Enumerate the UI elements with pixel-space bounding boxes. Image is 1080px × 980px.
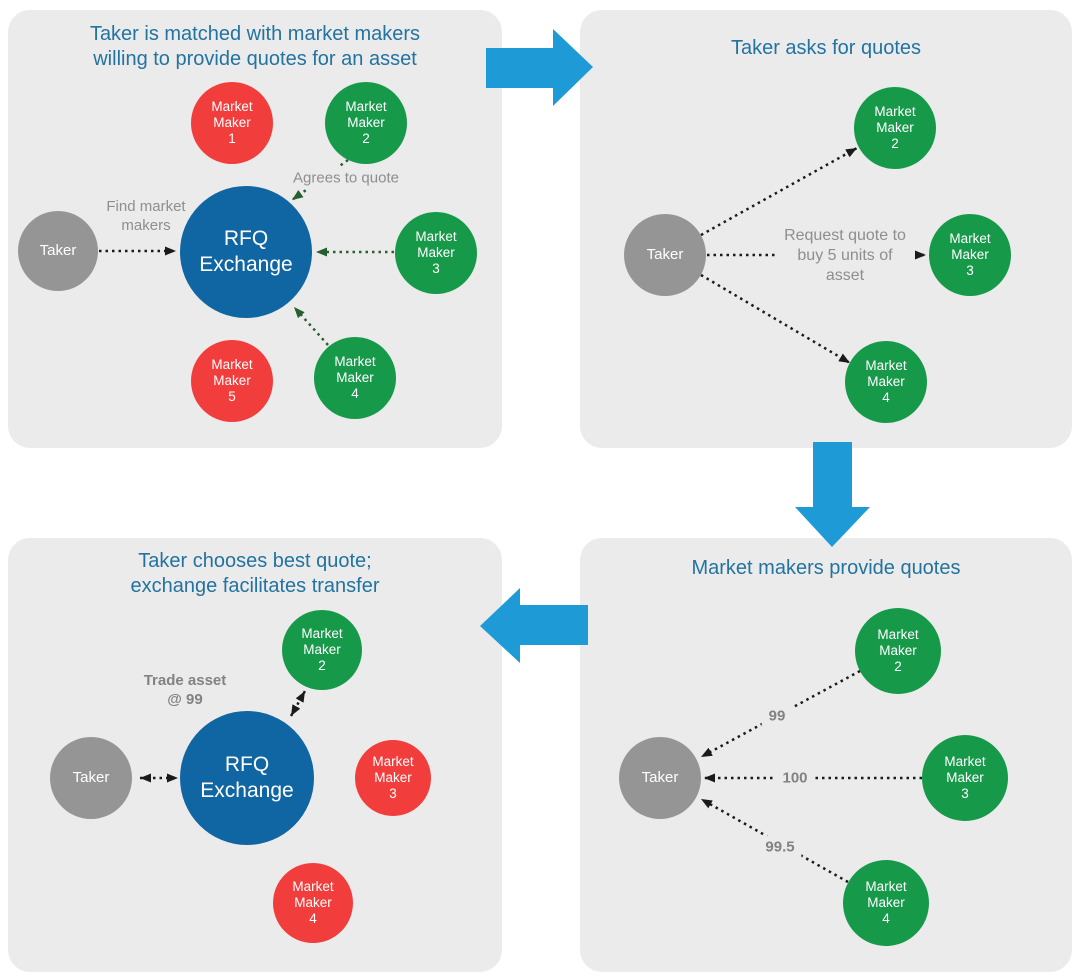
node-taker: Taker bbox=[619, 737, 701, 819]
flow-arrow-right-icon bbox=[486, 29, 593, 106]
node-market-maker-2: Market Maker 2 bbox=[854, 87, 936, 169]
node-market-maker-4: Market Maker 4 bbox=[843, 860, 929, 946]
node-market-maker-4: Market Maker 4 bbox=[273, 863, 353, 943]
node-label: Market Maker 3 bbox=[372, 754, 414, 801]
node-label: Market Maker 2 bbox=[877, 627, 919, 674]
node-market-maker-1: Market Maker 1 bbox=[191, 82, 273, 164]
flow-arrow-down-icon bbox=[795, 442, 870, 547]
node-label: Market Maker 2 bbox=[345, 99, 387, 146]
panel-choose-title: Taker chooses best quote; exchange facil… bbox=[130, 550, 380, 597]
node-label: Taker bbox=[39, 242, 77, 259]
label-quote-100: 100 bbox=[775, 766, 815, 790]
node-label: Market Maker 5 bbox=[211, 357, 253, 404]
panel-ask-title: Taker asks for quotes bbox=[730, 37, 922, 59]
node-label: Market Maker 3 bbox=[949, 231, 991, 278]
node-market-maker-4: Market Maker 4 bbox=[314, 337, 396, 419]
node-market-maker-3: Market Maker 3 bbox=[922, 735, 1008, 821]
node-rfq-exchange: RFQ Exchange bbox=[180, 186, 312, 318]
label-find-market-makers: Find market makers bbox=[106, 198, 186, 234]
node-label: Market Maker 2 bbox=[301, 626, 343, 673]
node-market-maker-3: Market Maker 3 bbox=[929, 214, 1011, 296]
node-market-maker-2: Market Maker 2 bbox=[282, 610, 362, 690]
node-label: Taker bbox=[72, 769, 110, 786]
panel-quotes-title: Market makers provide quotes bbox=[691, 557, 961, 579]
node-label: Market Maker 4 bbox=[334, 354, 376, 401]
label-quote-99: 99 bbox=[761, 704, 793, 728]
node-market-maker-2: Market Maker 2 bbox=[325, 82, 407, 164]
node-label: Market Maker 3 bbox=[944, 754, 986, 801]
node-taker: Taker bbox=[50, 737, 132, 819]
node-market-maker-3: Market Maker 3 bbox=[355, 740, 431, 816]
node-market-maker-4: Market Maker 4 bbox=[845, 341, 927, 423]
label-request-quote: Request quote to buy 5 units of asset bbox=[777, 224, 913, 288]
node-label: Taker bbox=[641, 769, 679, 786]
node-label: RFQ Exchange bbox=[199, 227, 293, 276]
node-label: Market Maker 4 bbox=[865, 358, 907, 405]
node-market-maker-5: Market Maker 5 bbox=[191, 340, 273, 422]
node-label: Market Maker 3 bbox=[415, 229, 457, 276]
node-label: Taker bbox=[646, 246, 684, 263]
label-agrees-to-quote: Agrees to quote bbox=[286, 166, 406, 190]
node-market-maker-3: Market Maker 3 bbox=[395, 212, 477, 294]
panel-matching-title: Taker is matched with market makers will… bbox=[89, 23, 421, 70]
label-quote-99-5: 99.5 bbox=[758, 835, 802, 859]
node-label: Market Maker 4 bbox=[292, 879, 334, 926]
node-label: Market Maker 4 bbox=[865, 879, 907, 926]
node-label: RFQ Exchange bbox=[200, 753, 294, 802]
node-rfq-exchange: RFQ Exchange bbox=[180, 711, 314, 845]
node-taker: Taker bbox=[624, 214, 706, 296]
node-label: Market Maker 1 bbox=[211, 99, 253, 146]
node-taker: Taker bbox=[18, 211, 98, 291]
node-market-maker-2: Market Maker 2 bbox=[855, 608, 941, 694]
node-label: Market Maker 2 bbox=[874, 104, 916, 151]
label-trade-asset: Trade asset @ 99 bbox=[143, 672, 227, 708]
